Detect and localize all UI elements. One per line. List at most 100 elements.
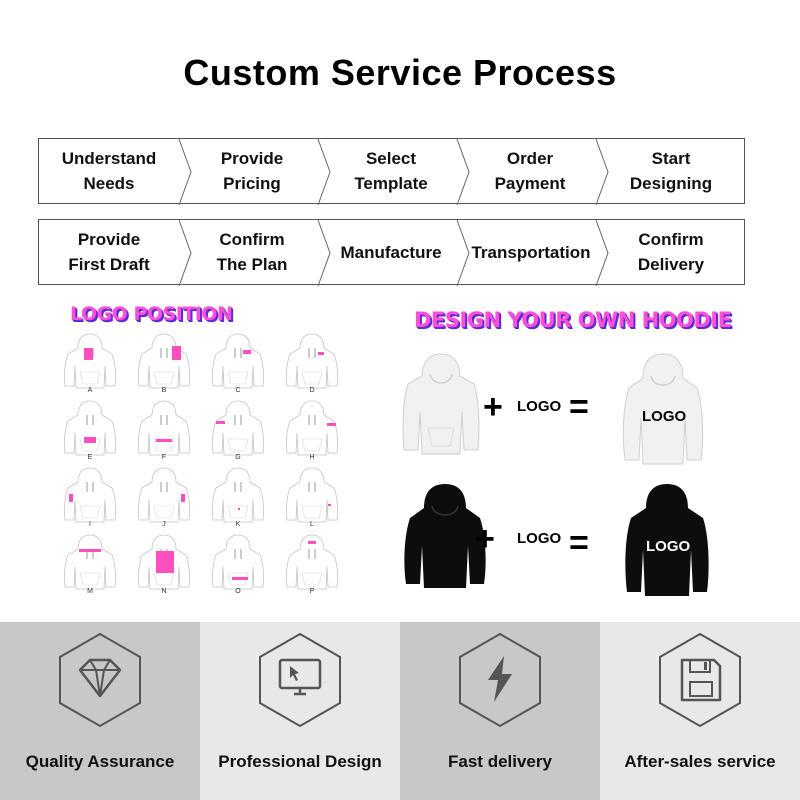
hoodie-outline-image <box>138 333 190 389</box>
logo-placement-mark <box>308 541 316 544</box>
step-provide-first-draft: Provide First Draft <box>68 230 150 274</box>
logo-placement-mark <box>79 549 101 552</box>
feature-label: Quality Assurance <box>25 752 175 771</box>
hoodie-outline-image <box>212 333 264 389</box>
logo-position-cell: G <box>208 397 268 463</box>
cell-letter: D <box>309 387 315 394</box>
hoodie-outline-image <box>212 467 264 523</box>
cell-letter: H <box>309 454 315 461</box>
hoodie-outline-image <box>286 400 338 456</box>
step-separators <box>178 220 609 286</box>
hoodie-logo-print: LOGO <box>646 538 691 555</box>
floppy-disk-icon <box>659 632 741 728</box>
logo-placement-mark <box>327 423 336 426</box>
plus-sign: + <box>475 520 495 558</box>
cell-letter: C <box>235 387 241 394</box>
process-steps-row-2: Provide First Draft Confirm The Plan Man… <box>38 219 745 286</box>
logo-position-title: LOGO POSITION <box>70 303 233 325</box>
logo-position-cell: J <box>134 464 194 530</box>
step-select-template: Select Template <box>354 149 428 193</box>
hoodie-outline-image <box>64 333 116 389</box>
hoodie-outline-image <box>138 534 190 590</box>
design-hoodie-panel: + LOGO = LOGO + LOGO = LOGO <box>395 340 795 600</box>
design-hoodie-title: DESIGN YOUR OWN HOODIE <box>414 308 732 332</box>
hoodie-outline-image <box>64 467 116 523</box>
white-hoodie-image <box>402 353 480 455</box>
logo-placement-mark <box>238 508 240 510</box>
cell-letter: L <box>310 521 314 528</box>
feature-tile: Quality Assurance <box>0 622 200 800</box>
step-separators <box>178 139 609 205</box>
diamond-icon <box>59 632 141 728</box>
hoodie-outline-image <box>64 534 116 590</box>
logo-position-cell: L <box>282 464 342 530</box>
black-hoodie-with-logo-image <box>625 484 709 596</box>
logo-placement-mark <box>84 437 96 443</box>
process-steps-row-1: Understand Needs Provide Pricing Select … <box>38 138 745 205</box>
step-transportation: Transportation <box>471 242 591 262</box>
feature-label: Professional Design <box>218 752 382 771</box>
cell-letter: N <box>161 588 167 595</box>
black-hoodie-image <box>404 484 486 588</box>
feature-tile: After-sales service <box>600 622 800 800</box>
logo-placement-mark <box>156 439 172 442</box>
cell-letter: G <box>235 454 241 461</box>
logo-placement-mark <box>216 421 225 424</box>
logo-placement-mark <box>243 350 251 354</box>
cell-letter: B <box>161 387 167 394</box>
cell-letter: P <box>309 588 315 595</box>
white-hoodie-with-logo-image <box>622 353 704 465</box>
step-order-payment: Order Payment <box>494 149 566 193</box>
logo-position-grid: A B C D E F G H I J K L M N O P <box>60 330 360 605</box>
features-strip: Quality Assurance Professional Design Fast… <box>0 622 800 800</box>
logo-placement-mark <box>232 577 248 580</box>
hoodie-logo-print: LOGO <box>642 408 687 425</box>
logo-position-cell: I <box>60 464 120 530</box>
feature-tile: Professional Design <box>200 622 400 800</box>
step-confirm-delivery: Confirm Delivery <box>637 230 705 274</box>
cell-letter: K <box>235 521 241 528</box>
hoodie-outline-image <box>64 400 116 456</box>
logo-position-cell: N <box>134 531 194 597</box>
logo-placement-mark <box>328 504 331 506</box>
feature-label: After-sales service <box>624 752 776 771</box>
equals-sign: = <box>569 524 589 562</box>
step-understand-needs: Understand Needs <box>61 149 157 193</box>
logo-position-cell: C <box>208 330 268 396</box>
logo-placement-mark <box>181 494 185 502</box>
cell-letter: I <box>89 521 91 528</box>
hoodie-outline-image <box>286 534 338 590</box>
logo-position-cell: E <box>60 397 120 463</box>
cell-letter: J <box>162 521 166 528</box>
logo-placement-mark <box>156 551 174 573</box>
logo-position-cell: O <box>208 531 268 597</box>
feature-tile: Fast delivery <box>400 622 600 800</box>
step-start-designing: Start Designing <box>629 149 713 193</box>
step-confirm-the-plan: Confirm The Plan <box>216 230 288 274</box>
hoodie-outline-image <box>212 400 264 456</box>
logo-position-cell: B <box>134 330 194 396</box>
page-title: Custom Service Process <box>183 52 617 93</box>
equals-sign: = <box>569 388 589 426</box>
logo-position-cell: D <box>282 330 342 396</box>
cell-letter: M <box>87 588 93 595</box>
hoodie-outline-image <box>138 400 190 456</box>
hoodie-outline-image <box>286 333 338 389</box>
logo-position-cell: F <box>134 397 194 463</box>
lightning-icon <box>459 632 541 728</box>
logo-placement-mark <box>69 494 73 502</box>
logo-position-cell: A <box>60 330 120 396</box>
logo-position-cell: K <box>208 464 268 530</box>
hoodie-outline-image <box>138 467 190 523</box>
hoodie-outline-image <box>212 534 264 590</box>
logo-position-cell: H <box>282 397 342 463</box>
feature-label: Fast delivery <box>448 752 552 771</box>
logo-position-cell: P <box>282 531 342 597</box>
cell-letter: O <box>235 588 241 595</box>
cell-letter: E <box>87 454 93 461</box>
logo-placement-mark <box>172 346 181 360</box>
logo-label: LOGO <box>517 398 562 415</box>
step-provide-pricing: Provide Pricing <box>220 149 284 193</box>
cell-letter: A <box>87 387 93 394</box>
logo-placement-mark <box>318 352 324 355</box>
